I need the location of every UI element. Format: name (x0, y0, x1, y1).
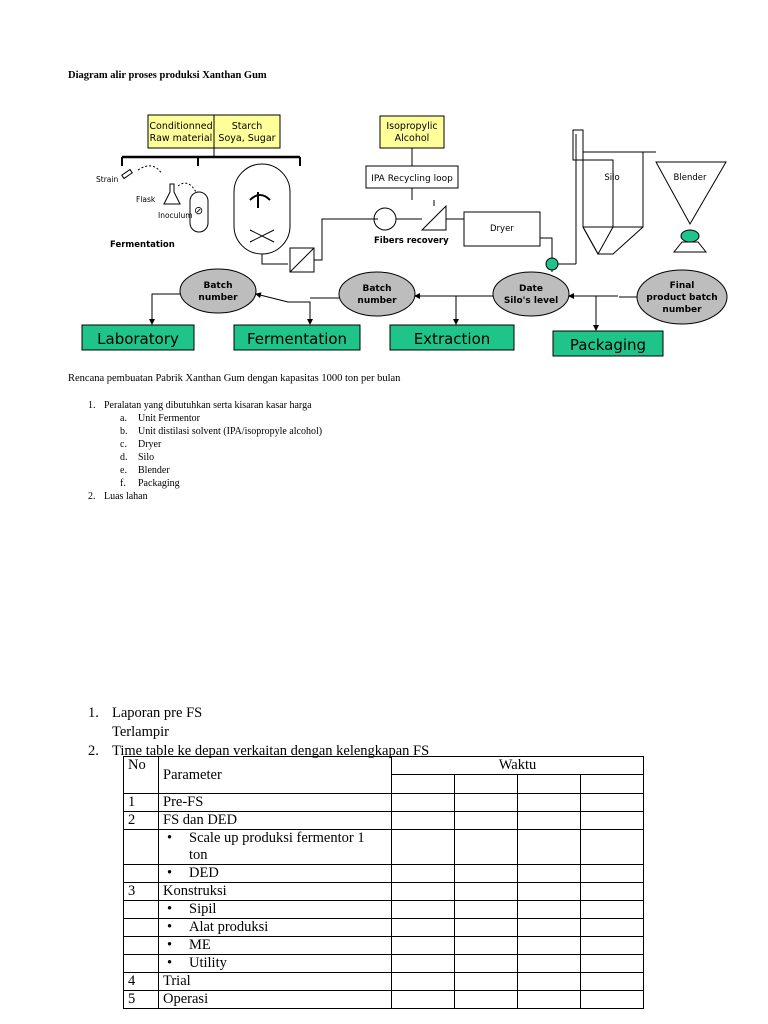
list-item: 2.Time table ke depan verkaitan dengan k… (88, 743, 430, 759)
sub-item: d.Silo (120, 452, 155, 463)
sub-item: f.Packaging (120, 478, 180, 489)
table-row: •Scale up produksi fermentor 1 ton (123, 829, 644, 865)
table-row: •Utility (123, 954, 644, 973)
ipa-label: Isopropylic (386, 121, 437, 132)
batch-number-2b: number (357, 296, 397, 306)
list-item-sub: Terlampir (112, 724, 169, 740)
requirements-list: 1.Peralatan yang dibutuhkan serta kisara… (88, 399, 322, 503)
header-no: No (123, 756, 159, 794)
laboratory-box: Laboratory (97, 330, 179, 348)
extraction-box: Extraction (414, 330, 491, 348)
ipa-label-2: Alcohol (395, 133, 430, 144)
table-row: •Sipil (123, 900, 644, 919)
fibers-label: Fibers recovery (374, 236, 449, 246)
svg-text:⊘: ⊘ (194, 204, 203, 217)
list-item-text: Peralatan yang dibutuhkan serta kisaran … (104, 400, 312, 411)
table-row: •Alat produksi (123, 918, 644, 937)
final-batch-number-b: product batch (646, 293, 717, 303)
sub-item: e.Blender (120, 465, 170, 476)
list-item-text: Luas lahan (104, 491, 148, 502)
sub-item: c.Dryer (120, 439, 162, 450)
batch-number-1b: number (198, 293, 238, 303)
sub-item: a.Unit Fermentor (120, 413, 200, 424)
doc-title: Diagram alir proses produksi Xanthan Gum (68, 70, 267, 81)
dryer-label: Dryer (490, 224, 514, 234)
sub-item-text: Unit Fermentor (138, 413, 200, 424)
table-row: •DED (123, 864, 644, 883)
sub-item-text: Unit distilasi solvent (IPA/isopropyle a… (138, 426, 323, 437)
fermentation-caption: Fermentation (110, 240, 175, 250)
list-item-text: Laporan pre FS (112, 705, 203, 721)
list-item-text: Time table ke depan verkaitan dengan kel… (112, 743, 430, 759)
header-waktu: Waktu (391, 756, 644, 775)
sub-item-text: Blender (138, 465, 170, 476)
sub-item-text: Silo (138, 452, 155, 463)
starch-label: Starch (232, 121, 263, 132)
flask-label: Flask (136, 195, 156, 204)
ipa-loop-label: IPA Recycling loop (371, 174, 453, 184)
batch-number-2: Batch (363, 284, 392, 294)
table-header-row: No Parameter Waktu (123, 756, 644, 794)
raw-material-box: Conditionned Raw material Starch Soya, S… (147, 114, 281, 149)
batch-number-1: Batch (204, 281, 233, 291)
header-parameter: Parameter (158, 756, 392, 794)
list-item: 1.Laporan pre FS (88, 705, 203, 721)
report-list: 1.Laporan pre FS Terlampir 2.Time table … (88, 704, 429, 761)
silo-label: Silo (604, 173, 619, 183)
date-silo-level: Date (519, 284, 543, 294)
blender-label: Blender (674, 173, 707, 183)
sub-item-text: Dryer (138, 439, 162, 450)
final-batch-number-c: number (662, 305, 702, 315)
packaging-box: Packaging (570, 336, 646, 354)
raw-material-label: Conditionned (149, 121, 212, 132)
raw-material-label-2: Raw material (150, 133, 213, 144)
fermentation-box: Fermentation (247, 330, 347, 348)
process-flow-diagram: Conditionned Raw material Starch Soya, S… (81, 114, 728, 357)
list-item: 1.Peralatan yang dibutuhkan serta kisara… (88, 400, 312, 411)
table-row: •ME (123, 936, 644, 955)
plan-subtitle: Rencana pembuatan Pabrik Xanthan Gum den… (68, 373, 401, 384)
strain-label: Strain (96, 175, 118, 184)
list-item: 2.Luas lahan (88, 491, 148, 502)
sub-item-text: Packaging (138, 478, 180, 489)
date-silo-level-b: Silo's level (504, 296, 558, 306)
inoculum-label: Inoculum (158, 211, 193, 220)
table-header-subrow (124, 774, 644, 794)
starch-label-2: Soya, Sugar (218, 133, 275, 144)
sub-item: b.Unit distilasi solvent (IPA/isopropyle… (120, 426, 323, 437)
final-batch-number: Final (670, 281, 695, 291)
